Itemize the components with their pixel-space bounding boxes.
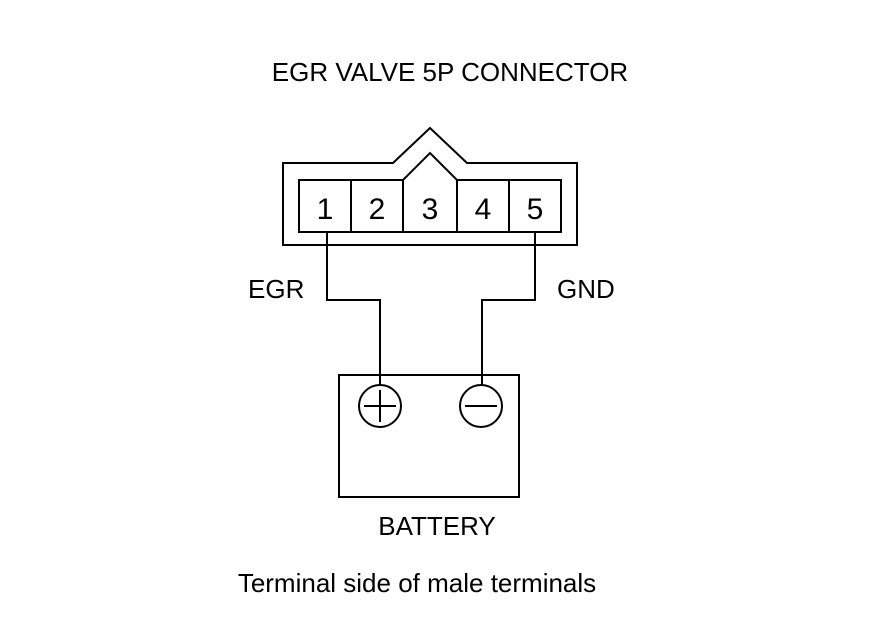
pin-1-label: 1	[317, 193, 334, 226]
pin-3-label: 3	[422, 193, 439, 226]
gnd-wire-label: GND	[557, 274, 615, 304]
pin-dividers	[350, 180, 510, 232]
diagram-title: EGR VALVE 5P CONNECTOR	[272, 57, 628, 87]
pin-2-label: 2	[369, 193, 386, 226]
battery-negative-terminal-icon	[459, 384, 503, 428]
battery-label: BATTERY	[378, 511, 496, 541]
egr-wire-label: EGR	[248, 274, 304, 304]
diagram-caption: Terminal side of male terminals	[238, 568, 596, 598]
battery-positive-terminal-icon	[358, 384, 402, 428]
pin-4-label: 4	[475, 193, 492, 226]
gnd-wire	[481, 232, 536, 385]
pin-5-label: 5	[527, 193, 544, 226]
egr-wire	[326, 232, 381, 385]
battery-body	[338, 374, 520, 498]
connector-housing	[282, 126, 578, 246]
